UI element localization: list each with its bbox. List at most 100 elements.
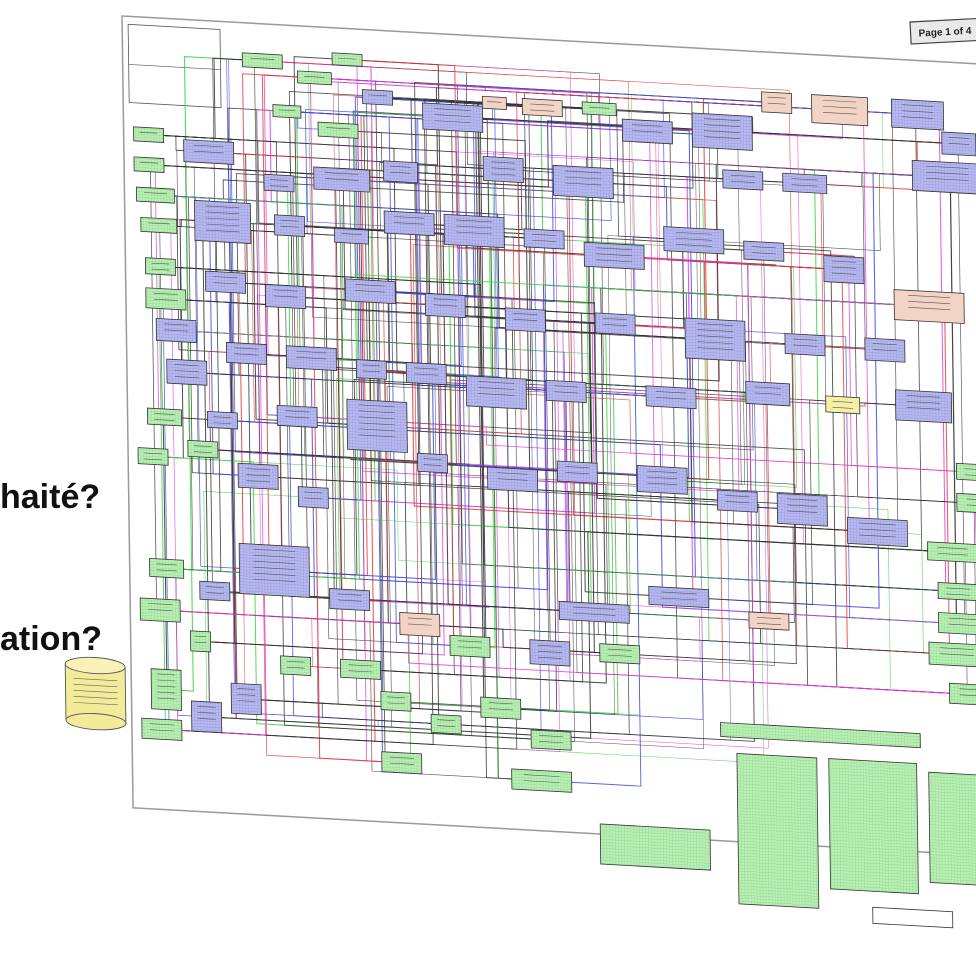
node-label-scribble bbox=[946, 587, 971, 590]
diagram-node bbox=[133, 126, 165, 143]
diagram-node bbox=[722, 169, 764, 191]
node-list-panel-3 bbox=[928, 771, 976, 887]
diagram-node bbox=[599, 643, 641, 665]
node-label-scribble bbox=[205, 205, 240, 209]
node-label-scribble bbox=[554, 385, 579, 388]
node-label-scribble bbox=[433, 304, 458, 307]
node-label-scribble bbox=[906, 407, 941, 410]
diagram-node bbox=[583, 241, 645, 270]
diagram-node bbox=[263, 173, 295, 193]
node-label-scribble bbox=[149, 729, 174, 732]
node-label-scribble bbox=[948, 623, 976, 627]
node-label-scribble bbox=[338, 57, 357, 60]
diagram-node bbox=[523, 228, 565, 250]
node-label-scribble bbox=[539, 735, 564, 738]
node-label-scribble bbox=[787, 510, 818, 513]
node-label-scribble bbox=[414, 373, 439, 376]
diagram-node bbox=[511, 768, 573, 793]
node-label-scribble bbox=[940, 647, 974, 650]
diagram-node bbox=[545, 379, 587, 403]
node-label-scribble bbox=[139, 131, 158, 134]
node-label-scribble bbox=[213, 282, 238, 285]
connector-line bbox=[160, 609, 975, 696]
connector-line bbox=[208, 151, 402, 764]
node-label-scribble bbox=[632, 130, 663, 133]
node-label-scribble bbox=[596, 247, 633, 251]
diagram-node bbox=[443, 213, 505, 249]
node-label-scribble bbox=[756, 617, 781, 620]
node-label-scribble bbox=[337, 599, 362, 602]
node-label-scribble bbox=[908, 307, 951, 310]
node-label-scribble bbox=[213, 422, 232, 425]
node-label-scribble bbox=[791, 184, 818, 187]
diagram-node bbox=[144, 257, 176, 276]
node-label-scribble bbox=[730, 174, 755, 177]
node-label-scribble bbox=[423, 458, 442, 460]
diagram-node bbox=[556, 460, 598, 484]
node-label-scribble bbox=[296, 350, 327, 354]
node-label-scribble bbox=[901, 116, 934, 119]
node-label-scribble bbox=[478, 381, 515, 384]
node-label-scribble bbox=[144, 458, 163, 461]
node-label-scribble bbox=[407, 617, 432, 620]
node-label-scribble bbox=[348, 670, 373, 673]
database-cylinder-icon bbox=[64, 656, 127, 731]
node-label-scribble bbox=[286, 666, 305, 669]
node-label-scribble bbox=[948, 617, 976, 621]
node-label-scribble bbox=[278, 109, 296, 112]
node-label-scribble bbox=[964, 468, 976, 471]
node-label-scribble bbox=[588, 106, 610, 109]
diagram-node bbox=[331, 52, 363, 67]
node-label-scribble bbox=[193, 445, 212, 447]
diagram-node bbox=[648, 585, 710, 609]
node-label-scribble bbox=[565, 472, 590, 475]
node-label-scribble bbox=[488, 708, 513, 711]
node-label-scribble bbox=[603, 324, 628, 326]
node-label-scribble bbox=[153, 292, 178, 295]
diagram-node bbox=[636, 465, 688, 495]
node-label-scribble bbox=[144, 452, 163, 455]
node-label-scribble bbox=[213, 276, 238, 279]
node-label-scribble bbox=[174, 376, 199, 379]
node-label-scribble bbox=[437, 725, 456, 728]
diagram-node bbox=[449, 634, 491, 658]
diagram-node bbox=[280, 655, 312, 676]
node-label-scribble bbox=[675, 243, 712, 247]
node-label-scribble bbox=[341, 233, 362, 236]
node-label-scribble bbox=[253, 554, 296, 558]
node-label-scribble bbox=[390, 165, 411, 168]
node-label-scribble bbox=[205, 211, 240, 215]
node-label-scribble bbox=[144, 192, 167, 195]
connector-line bbox=[246, 353, 976, 505]
node-label-scribble bbox=[148, 222, 170, 225]
diagram-node bbox=[206, 410, 238, 430]
diagram-node bbox=[846, 516, 908, 548]
node-label-scribble bbox=[822, 99, 857, 103]
node-label-scribble bbox=[197, 712, 216, 714]
diagram-node bbox=[825, 395, 861, 415]
diagram-node bbox=[241, 52, 283, 70]
connector-line bbox=[153, 456, 959, 592]
node-label-scribble bbox=[324, 178, 359, 181]
node-label-scribble bbox=[697, 335, 734, 338]
node-label-scribble bbox=[434, 108, 471, 111]
node-label-scribble bbox=[326, 127, 351, 130]
diagram-node bbox=[481, 95, 507, 111]
diagram-node bbox=[141, 717, 183, 741]
node-label-scribble bbox=[194, 635, 207, 637]
node-label-scribble bbox=[660, 591, 697, 595]
diagram-node bbox=[362, 89, 394, 106]
diagram-node bbox=[956, 492, 976, 515]
diagram-nodes bbox=[133, 52, 976, 793]
node-label-scribble bbox=[285, 416, 310, 419]
node-label-scribble bbox=[573, 612, 616, 616]
node-list-panel-1 bbox=[736, 753, 820, 909]
diagram-node bbox=[581, 101, 617, 117]
node-label-scribble bbox=[157, 697, 176, 700]
diagram-node bbox=[784, 333, 826, 357]
node-label-scribble bbox=[754, 386, 781, 389]
node-label-scribble bbox=[908, 301, 951, 304]
node-label-scribble bbox=[250, 57, 275, 60]
diagram-node bbox=[480, 696, 522, 720]
node-label-scribble bbox=[237, 700, 256, 702]
